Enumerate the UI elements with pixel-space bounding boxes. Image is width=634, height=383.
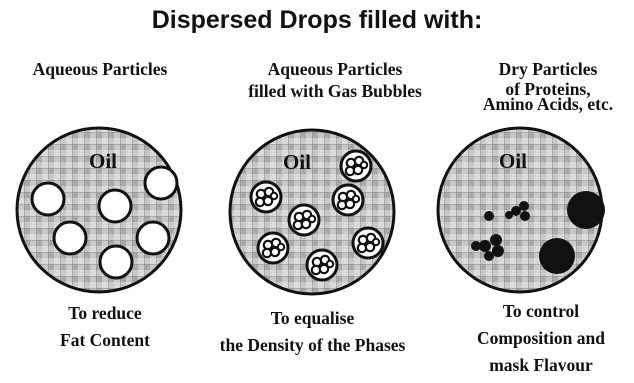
dry-particle — [567, 191, 605, 229]
caption-line: To reduce — [30, 300, 180, 327]
caption-control-composition: To control Composition and mask Flavour — [448, 298, 634, 379]
caption-equalise-density: To equalise the Density of the Phases — [185, 305, 440, 359]
bubble-particle — [341, 151, 371, 181]
dry-particle — [539, 238, 575, 274]
caption-line: Composition and — [448, 325, 634, 352]
drop-aqueous-gas-bubbles — [230, 130, 394, 294]
aqueous-particle — [100, 246, 132, 278]
bubble-particle — [307, 250, 337, 280]
drop-label-oil: Oil — [89, 149, 117, 174]
caption-line: the Density of the Phases — [185, 332, 440, 359]
bubble-particle — [333, 185, 363, 215]
aqueous-particle — [137, 222, 169, 254]
dry-particle — [484, 211, 494, 221]
drop-label-oil: Oil — [283, 150, 311, 175]
bubble-particle — [289, 205, 319, 235]
bubble-particle — [251, 182, 281, 212]
aqueous-particle — [32, 183, 64, 215]
caption-line: mask Flavour — [448, 352, 634, 379]
caption-line: To equalise — [185, 305, 440, 332]
caption-line: To control — [448, 298, 634, 325]
aqueous-particle — [145, 167, 177, 199]
aqueous-particle — [99, 190, 131, 222]
caption-line: Fat Content — [30, 327, 180, 354]
caption-reduce-fat: To reduce Fat Content — [30, 300, 180, 354]
bubble-particle — [353, 228, 383, 258]
aqueous-particle — [54, 222, 86, 254]
bubble-particle — [258, 233, 288, 263]
drop-label-oil: Oil — [499, 149, 527, 174]
